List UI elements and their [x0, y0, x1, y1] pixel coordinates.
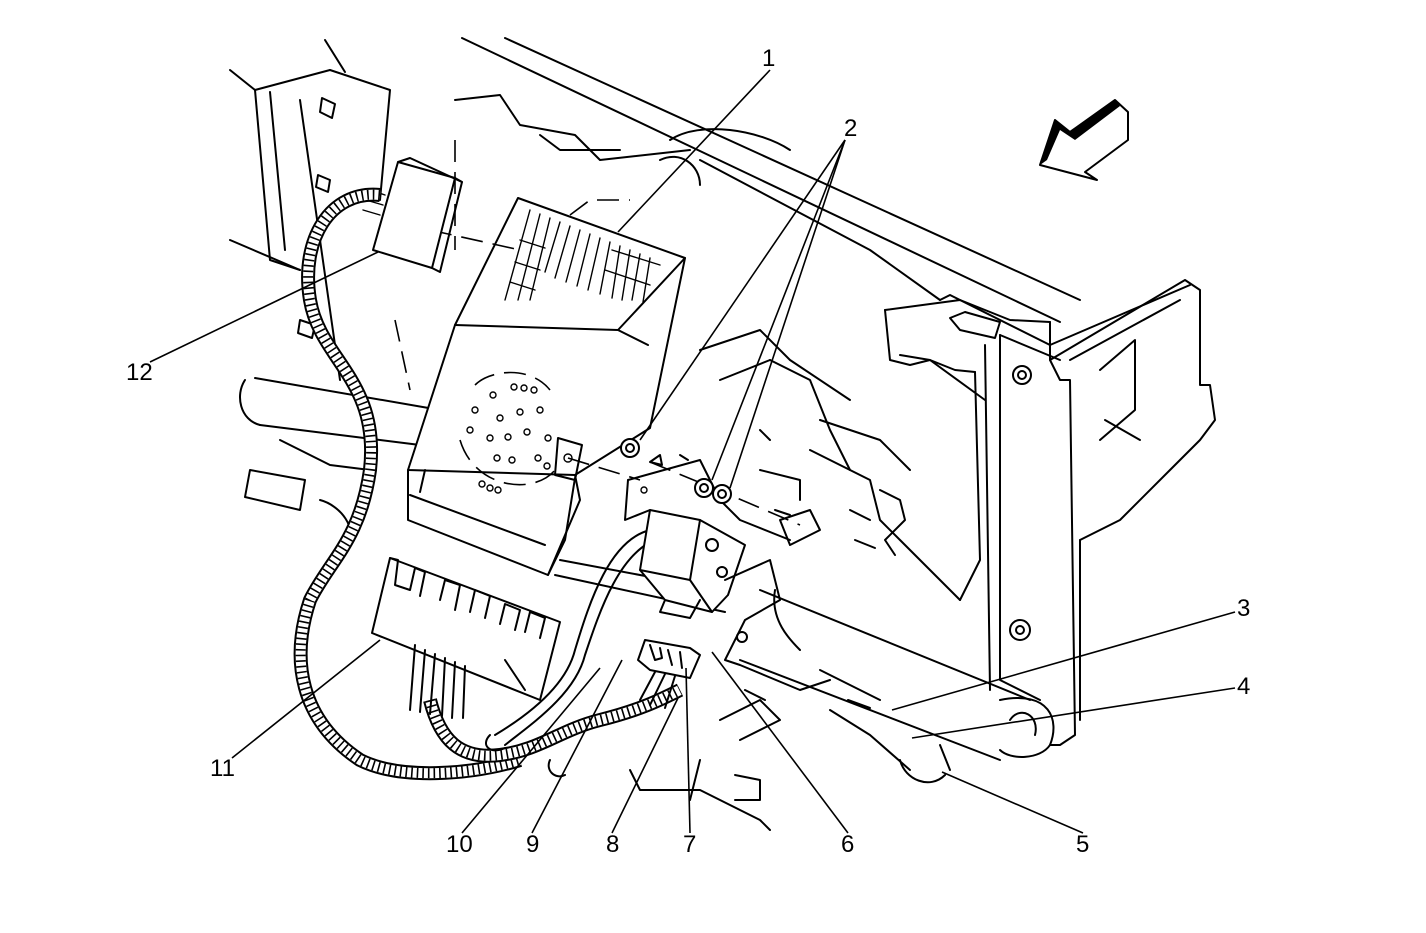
callout-8: 8 — [606, 831, 619, 858]
alignment-dashed-lines — [394, 140, 801, 526]
module-cooling-fins — [504, 209, 661, 303]
upper-harness-connector — [362, 157, 463, 273]
callout-7: 7 — [683, 831, 696, 858]
callout-5: 5 — [1076, 831, 1089, 858]
callout-6: 6 — [841, 831, 854, 858]
callout-2: 2 — [844, 115, 857, 142]
lower-floor-brackets — [547, 669, 951, 831]
wiring-harness — [293, 187, 684, 781]
control-module — [407, 197, 686, 576]
callout-4: 4 — [1237, 673, 1250, 700]
callout-10: 10 — [446, 831, 473, 858]
callout-9: 9 — [526, 831, 539, 858]
support-bracket — [899, 279, 1216, 746]
module-vent-holes — [459, 371, 556, 494]
callout-3: 3 — [1237, 595, 1250, 622]
small-electrical-connector — [637, 639, 701, 709]
sensor-switch-assembly — [624, 459, 831, 691]
mid-mounting-panel — [699, 329, 961, 601]
forward-direction-arrow-icon — [1039, 99, 1129, 181]
lower-harness-connector — [371, 557, 561, 719]
callout-12: 12 — [126, 359, 153, 386]
callout-1: 1 — [762, 45, 775, 72]
callout-labels: 1 2 3 4 5 6 7 8 9 10 11 12 — [126, 45, 1250, 858]
callout-11: 11 — [210, 755, 235, 782]
mounting-nuts — [620, 438, 732, 504]
callout-leader-lines — [149, 69, 1236, 834]
